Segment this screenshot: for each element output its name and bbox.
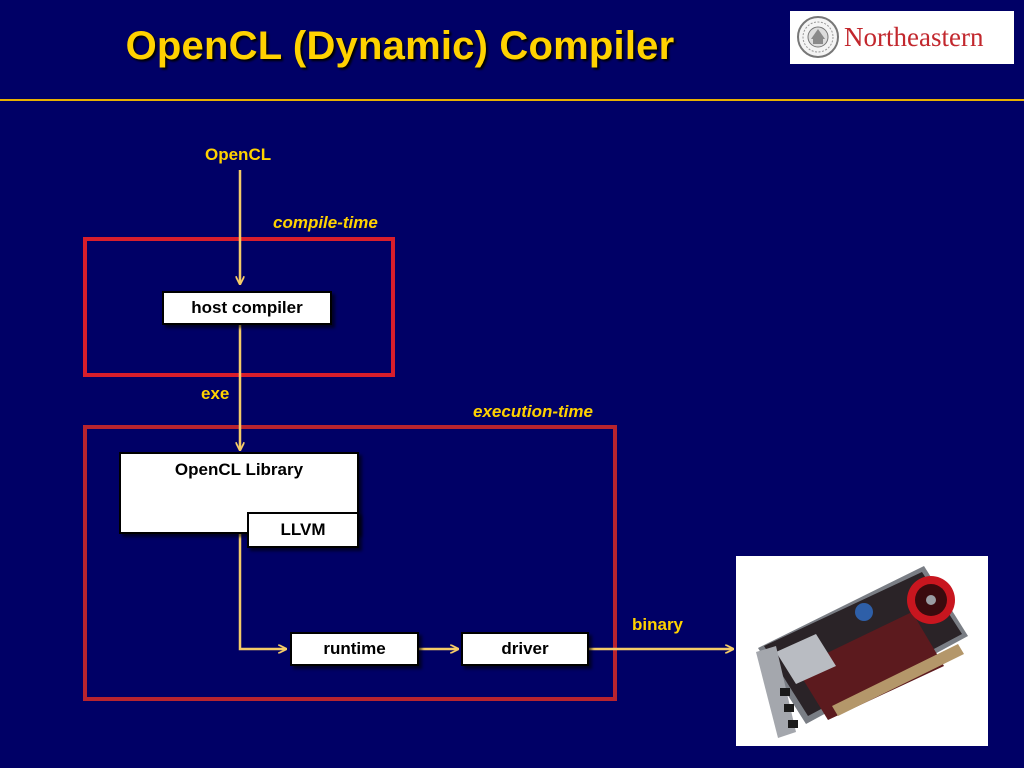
graphics-card-photo [736, 556, 988, 746]
label-compile-time: compile-time [273, 213, 378, 232]
graphics-card-icon [756, 566, 968, 738]
label-exe: exe [201, 384, 230, 403]
llvm-box: LLVM [247, 512, 359, 548]
host-compiler-box: host compiler [162, 291, 332, 325]
label-binary: binary [632, 615, 684, 634]
runtime-box: runtime [290, 632, 419, 666]
northeastern-logo: Northeastern [790, 11, 1014, 64]
page-title: OpenCL (Dynamic) Compiler [125, 24, 675, 68]
execution-time-region [83, 425, 617, 701]
driver-box: driver [461, 632, 589, 666]
university-seal-icon [797, 16, 839, 58]
title-divider [0, 99, 1024, 101]
logo-wordmark: Northeastern [844, 22, 984, 52]
label-opencl: OpenCL [205, 145, 272, 164]
arrow-llvm-to-runtime [238, 534, 286, 649]
label-execution-time: execution-time [473, 402, 593, 421]
